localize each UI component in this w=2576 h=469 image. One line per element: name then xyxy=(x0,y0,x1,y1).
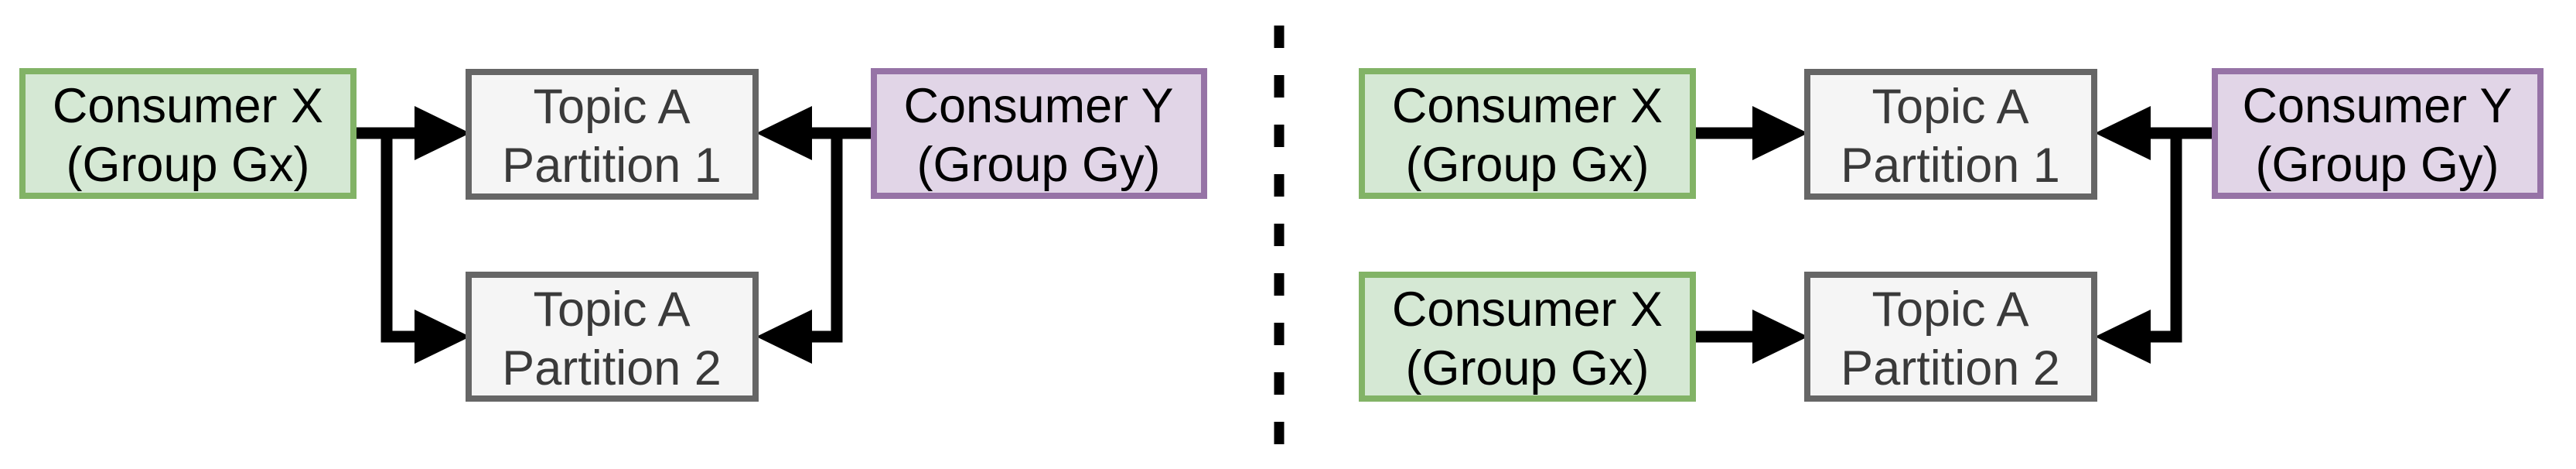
partition-1-box xyxy=(466,69,759,200)
consumer-x-bottom-label-line2: (Group Gx) xyxy=(1405,341,1649,395)
consumer-x-bottom-label-line1: Consumer X xyxy=(1392,282,1663,337)
consumer-x-label-line1: Consumer X xyxy=(53,79,323,133)
partition-2-box xyxy=(1804,272,2097,402)
partition-2-label-line2: Partition 2 xyxy=(1841,341,2060,395)
right-arrow-consumerx-bottom-to-partition2-head-icon xyxy=(1752,310,1808,364)
left-arrow-consumery-to-partition2-head-icon xyxy=(756,310,812,364)
right-arrow-consumerx-top-to-partition1-head-icon xyxy=(1752,106,1808,160)
right-node-consumer-x-bottom: Consumer X (Group Gx) xyxy=(1359,272,1696,402)
right-arrow-consumery-to-partition1-head-icon xyxy=(2095,106,2151,160)
right-panel: Consumer X (Group Gx) Consumer X (Group … xyxy=(1359,68,2544,402)
partition-2-label-line1: Topic A xyxy=(533,282,690,337)
partition-1-label-line1: Topic A xyxy=(533,80,690,134)
consumer-x-top-label-line1: Consumer X xyxy=(1392,79,1663,133)
left-arrow-consumerx-to-partition2-head-icon xyxy=(415,310,470,364)
consumer-x-bottom-box xyxy=(1359,272,1696,402)
consumer-y-label-line1: Consumer Y xyxy=(904,79,1174,133)
consumer-y-label-line2: (Group Gy) xyxy=(916,138,1160,192)
left-arrow-consumery-to-partition2-stem xyxy=(812,128,843,343)
consumer-x-box xyxy=(19,68,357,199)
partition-2-box xyxy=(466,272,759,402)
left-node-consumer-y: Consumer Y (Group Gy) xyxy=(871,68,1207,199)
left-arrow-consumerx-to-partition1-head-icon xyxy=(415,106,470,160)
consumer-y-label-line1: Consumer Y xyxy=(2243,79,2513,133)
partition-1-box xyxy=(1804,69,2097,200)
partition-2-label-line2: Partition 2 xyxy=(502,341,722,395)
partition-1-label-line1: Topic A xyxy=(1871,80,2028,134)
right-node-partition-1: Topic A Partition 1 xyxy=(1804,69,2097,200)
left-arrow-consumerx-to-partition2-stem xyxy=(380,128,415,343)
left-arrow-consumery-to-partition1-head-icon xyxy=(756,106,812,160)
partition-1-label-line2: Partition 1 xyxy=(1841,139,2060,193)
consumer-x-top-label-line2: (Group Gx) xyxy=(1405,138,1649,192)
partition-2-label-line1: Topic A xyxy=(1871,282,2028,337)
partition-1-label-line2: Partition 1 xyxy=(502,139,722,193)
right-node-consumer-y: Consumer Y (Group Gy) xyxy=(2212,68,2544,199)
right-node-partition-2: Topic A Partition 2 xyxy=(1804,272,2097,402)
consumer-y-box xyxy=(2212,68,2544,199)
left-node-partition-1: Topic A Partition 1 xyxy=(466,69,759,200)
consumer-x-top-box xyxy=(1359,68,1696,199)
left-node-consumer-x: Consumer X (Group Gx) xyxy=(19,68,357,199)
right-arrow-consumery-to-partition2-head-icon xyxy=(2095,310,2151,364)
consumer-y-box xyxy=(871,68,1207,199)
left-node-partition-2: Topic A Partition 2 xyxy=(466,272,759,402)
left-panel: Consumer X (Group Gx) Topic A Partition … xyxy=(19,68,1207,402)
right-node-consumer-x-top: Consumer X (Group Gx) xyxy=(1359,68,1696,199)
consumer-y-label-line2: (Group Gy) xyxy=(2255,138,2499,192)
consumer-x-label-line2: (Group Gx) xyxy=(66,138,309,192)
right-arrow-consumery-to-partition2-stem xyxy=(2151,128,2182,343)
